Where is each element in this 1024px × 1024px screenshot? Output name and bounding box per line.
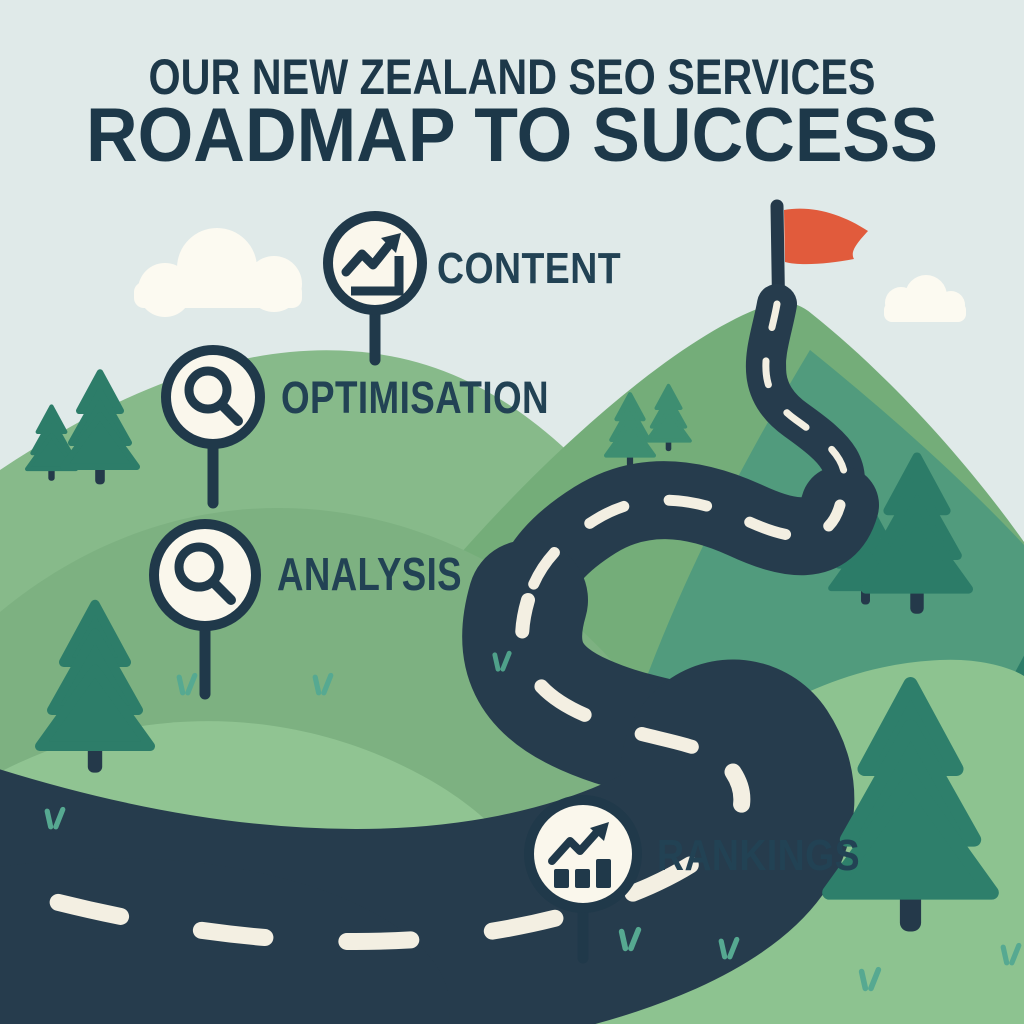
milestone-label-optimisation: OPTIMISATION xyxy=(281,372,549,423)
trend-line-chart-icon xyxy=(341,233,404,296)
cloud-right xyxy=(884,275,966,322)
milestone-content-sign xyxy=(323,211,427,366)
bar-chart-trend-icon xyxy=(548,822,611,888)
milestone-rankings-sign xyxy=(524,795,642,964)
milestone-label-content: CONTENT xyxy=(437,244,621,293)
sign-circle xyxy=(524,795,642,913)
sign-circle xyxy=(161,345,265,449)
road-center-line xyxy=(0,300,849,950)
page-title-line2: ROADMAP TO SUCCESS xyxy=(86,93,938,178)
cloud-left xyxy=(134,228,302,317)
milestone-analysis-sign xyxy=(149,519,261,700)
milestone-label-rankings: RANKINGS xyxy=(657,831,860,880)
milestone-label-analysis: ANALYSIS xyxy=(277,548,462,600)
sign-circle xyxy=(149,519,261,631)
flag xyxy=(784,208,868,265)
magnifier-icon xyxy=(184,366,243,426)
page-title-line1: OUR NEW ZEALAND SEO SERVICES xyxy=(149,49,876,105)
milestone-optimisation-sign xyxy=(161,345,265,509)
magnifier-icon xyxy=(174,542,236,605)
